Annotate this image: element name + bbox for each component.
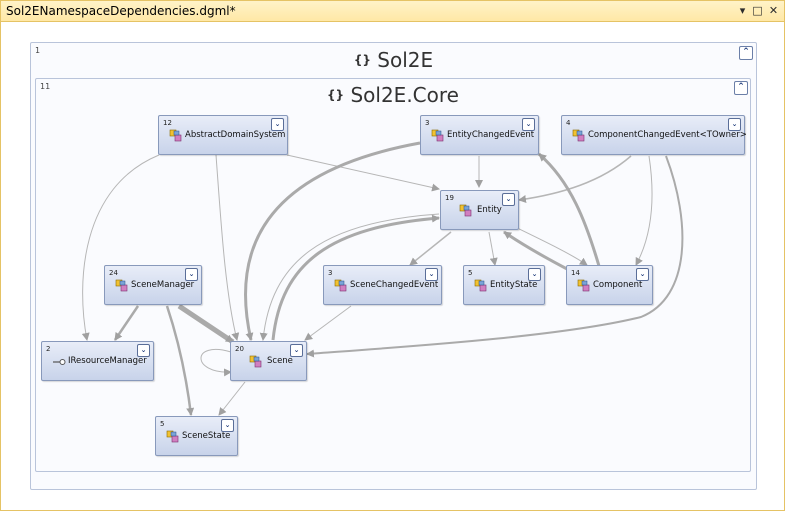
edge bbox=[271, 214, 440, 341]
node-label: Component bbox=[593, 280, 643, 290]
node-count: 4 bbox=[566, 119, 571, 127]
expand-button[interactable]: ⌄ bbox=[185, 268, 198, 281]
expand-button[interactable]: ⌄ bbox=[425, 268, 438, 281]
node-count: 3 bbox=[328, 269, 333, 277]
edge bbox=[165, 305, 195, 416]
expand-button[interactable]: ⌄ bbox=[271, 118, 284, 131]
node-label: Entity bbox=[477, 205, 502, 215]
group-title: {} Sol2E bbox=[353, 48, 434, 72]
group-count: 1 bbox=[35, 46, 41, 55]
edge bbox=[113, 305, 140, 341]
expand-button[interactable]: ⌄ bbox=[290, 344, 303, 357]
expand-button[interactable]: ⌄ bbox=[636, 268, 649, 281]
node-count: 2 bbox=[46, 345, 51, 353]
node-count: 5 bbox=[468, 269, 473, 277]
node-label: SceneState bbox=[182, 431, 231, 441]
node-count: 12 bbox=[163, 119, 172, 127]
class-icon bbox=[577, 278, 591, 292]
expand-button[interactable]: ⌄ bbox=[221, 419, 234, 432]
edge bbox=[244, 141, 421, 341]
dropdown-icon[interactable]: ▾ bbox=[739, 4, 746, 17]
edge bbox=[286, 154, 440, 192]
node-scenemanager[interactable]: 24 SceneManager ⌄ bbox=[104, 265, 202, 305]
expand-button[interactable]: ⌄ bbox=[137, 344, 150, 357]
edge bbox=[510, 224, 588, 266]
edge bbox=[177, 303, 235, 345]
class-icon bbox=[474, 278, 488, 292]
collapse-button[interactable]: ⌃ bbox=[739, 46, 753, 60]
edge bbox=[218, 381, 246, 416]
edge bbox=[304, 305, 352, 341]
node-count: 14 bbox=[571, 269, 580, 277]
node-label: Scene bbox=[267, 356, 293, 366]
edge bbox=[259, 213, 440, 341]
node-label: SceneManager bbox=[131, 280, 195, 290]
interface-icon bbox=[52, 354, 66, 368]
expand-button[interactable]: ⌄ bbox=[528, 268, 541, 281]
node-label: EntityChangedEvent bbox=[447, 130, 535, 140]
edge bbox=[409, 231, 452, 266]
expand-button[interactable]: ⌄ bbox=[522, 118, 535, 131]
class-icon bbox=[249, 354, 263, 368]
graph-canvas[interactable]: 1 {} Sol2E ⌃ 11 {} Sol2E.Core ⌃ bbox=[1, 22, 784, 510]
node-abstractdomainsystem[interactable]: 12 AbstractDomainSystem ⌄ bbox=[158, 115, 288, 155]
collapse-button[interactable]: ⌃ bbox=[734, 81, 748, 95]
node-entitystate[interactable]: 5 EntityState ⌄ bbox=[463, 265, 545, 305]
edge bbox=[306, 155, 684, 358]
node-label: IResourceManager bbox=[68, 356, 147, 366]
class-icon bbox=[115, 278, 129, 292]
edge bbox=[635, 155, 653, 266]
node-count: 5 bbox=[160, 420, 165, 428]
namespace-icon: {} bbox=[353, 53, 371, 67]
dependency-edges bbox=[81, 141, 684, 416]
group-title: {} Sol2E.Core bbox=[327, 83, 459, 107]
node-scene[interactable]: 20 Scene ⌄ bbox=[230, 341, 307, 381]
node-count: 20 bbox=[235, 345, 244, 353]
node-label: SceneChangedEvent bbox=[350, 280, 439, 290]
class-icon bbox=[169, 128, 183, 142]
maximize-icon[interactable]: □ bbox=[752, 4, 763, 17]
class-icon bbox=[431, 128, 445, 142]
node-scenechangedevent[interactable]: 3 SceneChangedEvent ⌄ bbox=[323, 265, 442, 305]
node-label: AbstractDomainSystem bbox=[185, 130, 286, 140]
edge bbox=[518, 155, 632, 203]
edge bbox=[488, 231, 498, 266]
expand-button[interactable]: ⌄ bbox=[502, 193, 515, 206]
node-count: 19 bbox=[445, 194, 454, 202]
document-tab-bar: Sol2ENamespaceDependencies.dgml* ▾ □ ✕ bbox=[1, 1, 784, 22]
edge bbox=[81, 154, 160, 341]
node-label: EntityState bbox=[490, 280, 538, 290]
node-label: ComponentChangedEvent<TOwner> bbox=[588, 130, 747, 140]
node-scenestate[interactable]: 5 SceneState ⌄ bbox=[155, 416, 238, 456]
node-count: 3 bbox=[425, 119, 430, 127]
node-entitychangedevent[interactable]: 3 EntityChangedEvent ⌄ bbox=[420, 115, 539, 155]
document-title[interactable]: Sol2ENamespaceDependencies.dgml* bbox=[6, 4, 236, 18]
close-icon[interactable]: ✕ bbox=[768, 4, 779, 17]
edge bbox=[215, 154, 240, 341]
node-iresourcemanager[interactable]: 2 IResourceManager ⌄ bbox=[41, 341, 154, 381]
group-count: 11 bbox=[40, 82, 51, 91]
class-icon bbox=[572, 128, 586, 142]
namespace-icon: {} bbox=[327, 88, 345, 102]
edge bbox=[503, 230, 570, 272]
node-component[interactable]: 14 Component ⌄ bbox=[566, 265, 653, 305]
class-icon bbox=[459, 203, 473, 217]
node-count: 24 bbox=[109, 269, 118, 277]
node-componentchangedevent[interactable]: 4 ComponentChangedEvent<TOwner> ⌄ bbox=[561, 115, 747, 155]
node-entity[interactable]: 19 Entity ⌄ bbox=[440, 190, 519, 230]
expand-button[interactable]: ⌄ bbox=[728, 118, 741, 131]
edge bbox=[200, 349, 232, 377]
edge bbox=[538, 152, 601, 267]
class-icon bbox=[334, 278, 348, 292]
class-icon bbox=[166, 429, 180, 443]
